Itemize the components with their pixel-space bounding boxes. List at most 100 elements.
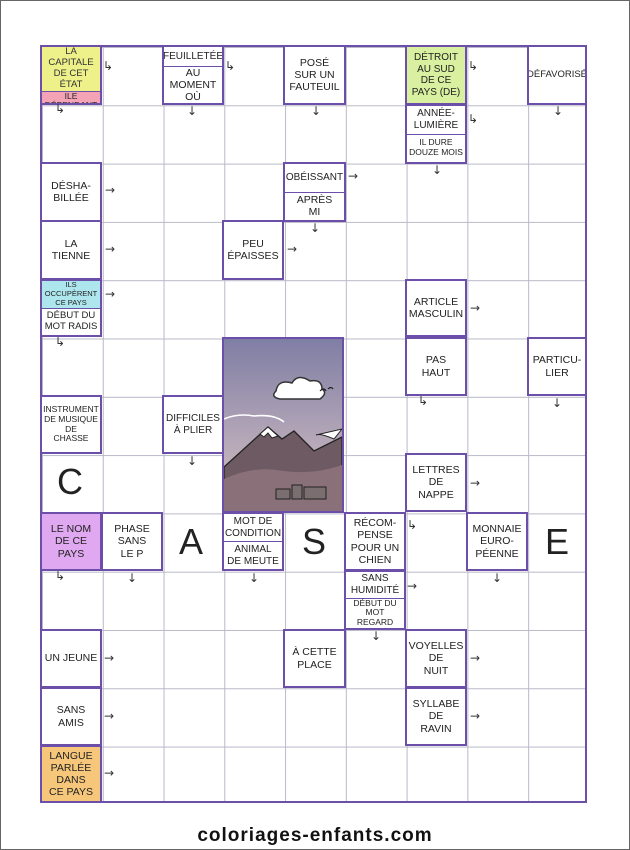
clue-instrument: INSTRUMENT DE MUSIQUE DE CHASSE bbox=[40, 395, 102, 454]
clue-annee-duree: ANNÉE- LUMIÈRE IL DURE DOUZE MOIS bbox=[405, 104, 467, 164]
clue-pas-haut-text: PAS HAUT bbox=[421, 354, 451, 379]
clue-phase: PHASE SANS LE P bbox=[101, 512, 163, 571]
clue-la-tienne: LA TIENNE bbox=[40, 220, 102, 280]
letter-c: C bbox=[57, 461, 83, 502]
clue-voyelles-text: VOYELLES DE NUIT bbox=[408, 640, 464, 677]
clue-phase-text: PHASE SANS LE P bbox=[114, 523, 150, 560]
clue-feuilletee-moment: FEUILLETÉE AU MOMENT OÙ bbox=[162, 45, 224, 105]
clue-monnaie: MONNAIE EURO- PÉENNE bbox=[466, 512, 528, 571]
clue-syllabe: SYLLABE DE RAVIN bbox=[405, 687, 467, 746]
clue-peu-epaisses-text: PEU ÉPAISSES bbox=[227, 237, 279, 262]
clue-capitale-ile: LA CAPITALE DE CET ÉTAT ILE DÉPENDANT DE… bbox=[40, 45, 102, 105]
clue-particulier-text: PARTICU- LIER bbox=[532, 354, 582, 379]
arrow-down-icon: ↓ bbox=[492, 571, 503, 585]
letter-e: E bbox=[544, 521, 569, 562]
clue-ile: ILE DÉPENDANT DE CE PAYS bbox=[42, 90, 100, 103]
arrow-right-icon: → bbox=[105, 242, 116, 256]
clue-recompense-text: RÉCOM- PENSE POUR UN CHIEN bbox=[350, 517, 400, 566]
arrow-down-icon: ↓ bbox=[310, 221, 321, 235]
clue-syllabe-text: SYLLABE DE RAVIN bbox=[412, 698, 460, 735]
clue-deshabillee: DÉSHA- BILLÉE bbox=[40, 162, 102, 222]
clue-voyelles: VOYELLES DE NUIT bbox=[405, 629, 467, 688]
clue-moment: AU MOMENT OÙ bbox=[164, 65, 222, 103]
arrow-right-icon: → bbox=[470, 709, 481, 723]
clue-condition: MOT DE CONDITION bbox=[224, 516, 282, 539]
clue-article-text: ARTICLE MASCULIN bbox=[408, 295, 464, 320]
clue-difficiles-text: DIFFICILES À PLIER bbox=[166, 413, 220, 436]
clue-regard: DÉBUT DU MOT REGARD bbox=[346, 597, 404, 628]
clue-occuperent: ILS OCCUPÈRENT CE PAYS bbox=[42, 281, 100, 308]
clue-pose: POSÉ SUR UN FAUTEUIL bbox=[283, 45, 346, 105]
arrow-down-icon: ↓ bbox=[432, 163, 443, 177]
clue-peu-epaisses: PEU ÉPAISSES bbox=[222, 220, 284, 280]
clue-defavorise-text: DÉFAVORISÉ bbox=[527, 68, 587, 80]
clue-recompense: RÉCOM- PENSE POUR UN CHIEN bbox=[344, 512, 406, 571]
clue-cette-place-text: À CETTE PLACE bbox=[292, 646, 337, 671]
arrow-down-icon: ↓ bbox=[371, 629, 382, 643]
arrow-down-right-icon: ↳ bbox=[55, 102, 66, 116]
arrow-down-icon: ↓ bbox=[187, 454, 198, 468]
clue-nom-pays: LE NOM DE CE PAYS bbox=[40, 512, 102, 571]
arrow-down-icon: ↓ bbox=[187, 104, 198, 118]
clue-langue-text: LANGUE PARLÉE DANS CE PAYS bbox=[49, 749, 93, 799]
clue-un-jeune-text: UN JEUNE bbox=[44, 652, 98, 665]
clue-humidite: SANS HUMIDITÉ bbox=[350, 573, 400, 596]
clue-deshabillee-text: DÉSHA- BILLÉE bbox=[51, 179, 91, 204]
arrow-down-icon: ↓ bbox=[553, 104, 564, 118]
arrow-down-right-icon: ↳ bbox=[55, 335, 66, 349]
clue-occuperent-radis: ILS OCCUPÈRENT CE PAYS DÉBUT DU MOT RADI… bbox=[40, 279, 102, 337]
clue-condition-meute: MOT DE CONDITION ANIMAL DE MEUTE bbox=[222, 512, 284, 571]
site-footer: coloriages-enfants.com bbox=[197, 825, 433, 846]
mountain-illustration bbox=[224, 339, 342, 511]
clue-pas-haut: PAS HAUT bbox=[405, 337, 467, 396]
arrow-right-icon: → bbox=[287, 242, 298, 256]
clue-lettres-nappe-text: LETTRES DE NAPPE bbox=[412, 464, 460, 501]
arrow-right-icon: ↳ bbox=[225, 59, 236, 73]
clue-cette-place: À CETTE PLACE bbox=[283, 629, 346, 688]
clue-nom-pays-text: LE NOM DE CE PAYS bbox=[50, 523, 92, 560]
clue-annee: ANNÉE- LUMIÈRE bbox=[413, 108, 459, 131]
clue-humidite-regard: SANS HUMIDITÉ DÉBUT DU MOT REGARD bbox=[344, 570, 406, 630]
arrow-right-icon: → bbox=[470, 476, 481, 490]
clue-article: ARTICLE MASCULIN bbox=[405, 279, 467, 337]
clue-obeissant: OBÉISSANT bbox=[285, 172, 344, 183]
clue-obeissant-apres: OBÉISSANT APRÈS MI bbox=[283, 162, 346, 222]
letter-s: S bbox=[301, 521, 326, 562]
clue-la-tienne-text: LA TIENNE bbox=[51, 237, 91, 262]
arrow-down-icon: ↓ bbox=[311, 104, 322, 118]
arrow-right-icon: → bbox=[104, 651, 115, 665]
arrow-right-icon: → bbox=[105, 287, 116, 301]
arrow-right-icon: → bbox=[104, 766, 115, 780]
clue-detroit-text: DÉTROIT AU SUD DE CE PAYS (DE) bbox=[411, 52, 461, 98]
arrow-right-icon: → bbox=[407, 579, 418, 593]
clue-apres: APRÈS MI bbox=[285, 191, 344, 221]
arrow-down-icon: ↓ bbox=[127, 571, 138, 585]
arrow-down-icon: ↓ bbox=[249, 571, 260, 585]
arrow-right-icon: → bbox=[470, 651, 481, 665]
clue-instrument-text: INSTRUMENT DE MUSIQUE DE CHASSE bbox=[43, 403, 99, 444]
arrow-right-icon: ↳ bbox=[407, 518, 418, 532]
clue-un-jeune: UN JEUNE bbox=[40, 629, 102, 688]
arrow-right-icon: ↳ bbox=[468, 112, 479, 126]
clue-defavorise: DÉFAVORISÉ bbox=[527, 45, 587, 105]
arrow-down-right-icon: ↳ bbox=[55, 569, 66, 583]
clue-langue: LANGUE PARLÉE DANS CE PAYS bbox=[40, 745, 102, 803]
arrow-right-icon: → bbox=[105, 183, 116, 197]
arrow-right-icon: → bbox=[104, 709, 115, 723]
clue-lettres-nappe: LETTRES DE NAPPE bbox=[405, 453, 467, 512]
clue-pose-text: POSÉ SUR UN FAUTEUIL bbox=[289, 56, 340, 94]
letter-a: A bbox=[178, 521, 203, 562]
clue-difficiles: DIFFICILES À PLIER bbox=[162, 395, 224, 454]
clue-duree: IL DURE DOUZE MOIS bbox=[407, 133, 465, 163]
clue-detroit: DÉTROIT AU SUD DE CE PAYS (DE) bbox=[405, 45, 467, 105]
clue-sans-amis-text: SANS AMIS bbox=[56, 704, 86, 729]
clue-radis: DÉBUT DU MOT RADIS bbox=[42, 307, 100, 336]
clue-capitale: LA CAPITALE DE CET ÉTAT bbox=[42, 47, 100, 91]
clue-monnaie-text: MONNAIE EURO- PÉENNE bbox=[472, 523, 522, 560]
clue-particulier: PARTICU- LIER bbox=[527, 337, 587, 396]
arrow-down-icon: ↓ bbox=[552, 396, 563, 410]
arrow-right-icon: → bbox=[348, 169, 359, 183]
clue-meute: ANIMAL DE MEUTE bbox=[224, 541, 282, 569]
arrow-right-icon: ↳ bbox=[468, 59, 479, 73]
arrow-right-icon: ↳ bbox=[103, 59, 114, 73]
